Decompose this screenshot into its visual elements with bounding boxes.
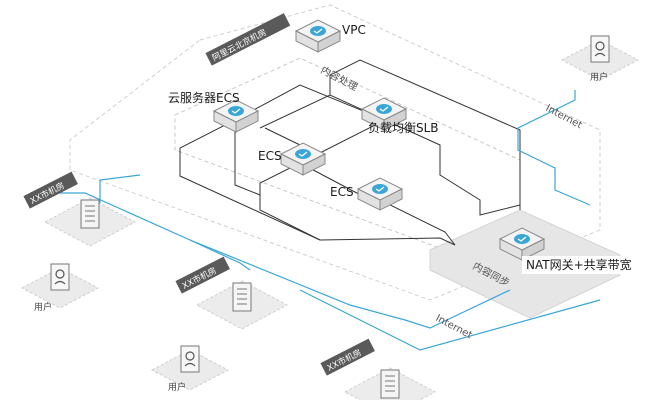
vpc-label: VPC xyxy=(342,23,366,37)
cloud-region-tag: 阿里云北京机房 xyxy=(205,13,291,66)
ecs-3-label: ECS xyxy=(330,185,354,199)
slb-label: 负载均衡SLB xyxy=(368,121,439,135)
left-user-node xyxy=(21,263,99,309)
center-city-tag: XX市机房 xyxy=(175,256,230,294)
center-user-node xyxy=(151,345,229,391)
svg-text:阿里云北京机房: 阿里云北京机房 xyxy=(210,27,268,64)
ecs-main-label: 云服务器ECS xyxy=(168,90,240,105)
center-city-rack xyxy=(196,280,288,330)
remote-user-label: 用户 xyxy=(590,71,608,83)
left-city-rack xyxy=(44,197,136,247)
ecs-3-node xyxy=(357,177,403,211)
left-user-label: 用户 xyxy=(34,301,52,313)
bottom-city-tag: XX市机房 xyxy=(320,338,375,376)
bottom-city-rack xyxy=(344,367,436,400)
internet-lines xyxy=(30,90,601,351)
internet-top-label: Internet xyxy=(544,103,584,131)
center-user-label: 用户 xyxy=(168,381,186,393)
processing-label: 内容处理 xyxy=(319,63,360,93)
nat-label-bg xyxy=(522,256,640,274)
vpc-node xyxy=(295,19,341,53)
left-city-tag: XX市机房 xyxy=(23,171,78,209)
ecs-2-node xyxy=(280,142,326,176)
nat-label: NAT网关+共享带宽 xyxy=(526,257,632,272)
ecs-2-label: ECS xyxy=(258,149,282,163)
